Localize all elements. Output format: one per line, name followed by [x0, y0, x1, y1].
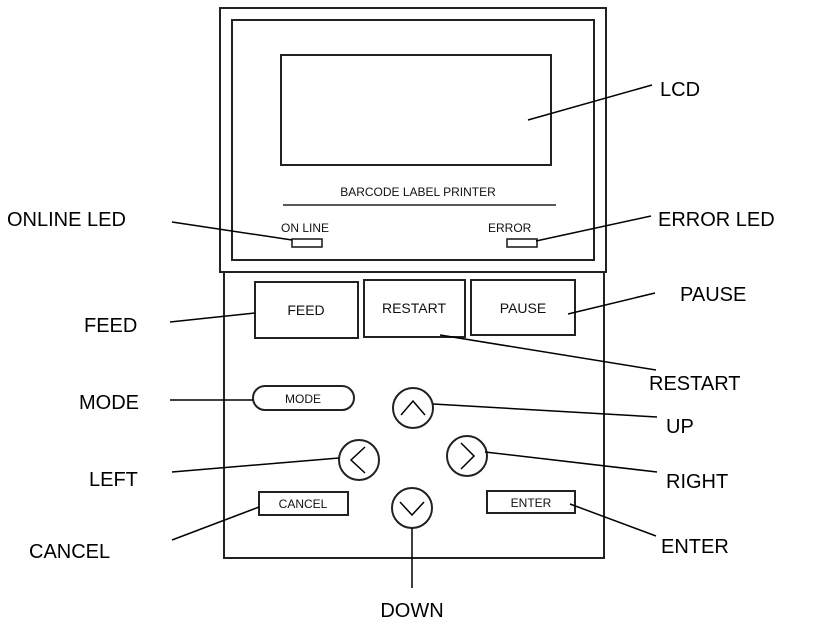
callout-restart: RESTART	[649, 373, 741, 395]
online-led	[291, 238, 323, 248]
right-arrow-icon	[460, 442, 476, 470]
pause-leader	[567, 292, 656, 315]
lcd-screen	[280, 54, 552, 166]
callout-enter: ENTER	[661, 536, 729, 558]
up-button[interactable]	[392, 387, 434, 429]
up-arrow-icon	[400, 399, 426, 416]
enter-button[interactable]: ENTER	[486, 490, 576, 514]
feed-button[interactable]: FEED	[254, 281, 359, 339]
enter-button-label: ENTER	[511, 496, 552, 510]
enter-leader	[569, 503, 657, 537]
callout-pause: PAUSE	[680, 284, 746, 306]
cancel-button[interactable]: CANCEL	[258, 491, 349, 516]
callout-feed: FEED	[84, 315, 137, 337]
down-button[interactable]	[391, 487, 433, 529]
error-led	[506, 238, 538, 248]
lcd-leader	[527, 84, 653, 121]
right-leader	[484, 451, 658, 473]
online-label: ON LINE	[281, 221, 329, 235]
brand-text: BARCODE LABEL PRINTER	[340, 185, 496, 199]
down-arrow-icon	[399, 501, 425, 517]
restart-button[interactable]: RESTART	[363, 279, 466, 338]
error-led-leader	[535, 215, 652, 242]
left-button[interactable]	[338, 439, 380, 481]
cancel-leader	[171, 506, 260, 541]
feed-button-label: FEED	[287, 302, 324, 318]
up-leader	[432, 403, 658, 418]
callout-up: UP	[666, 416, 694, 438]
left-arrow-icon	[349, 446, 366, 474]
error-label: ERROR	[488, 221, 532, 235]
online-led-leader	[171, 221, 293, 241]
mode-button[interactable]: MODE	[252, 385, 355, 411]
cancel-button-label: CANCEL	[279, 497, 328, 511]
callout-cancel: CANCEL	[29, 541, 110, 563]
callout-down: DOWN	[380, 600, 443, 622]
callout-lcd: LCD	[660, 79, 700, 101]
pause-button[interactable]: PAUSE	[470, 279, 576, 336]
callout-online-led: ONLINE LED	[7, 209, 126, 231]
feed-leader	[169, 312, 256, 323]
right-button[interactable]	[446, 435, 488, 477]
callout-mode: MODE	[79, 392, 139, 414]
callout-left: LEFT	[89, 469, 138, 491]
callout-right: RIGHT	[666, 471, 728, 493]
restart-leader	[439, 334, 657, 371]
callout-error-led: ERROR LED	[658, 209, 775, 231]
restart-button-label: RESTART	[382, 300, 446, 316]
left-leader	[171, 457, 340, 473]
pause-button-label: PAUSE	[500, 300, 546, 316]
mode-button-label: MODE	[285, 392, 321, 406]
